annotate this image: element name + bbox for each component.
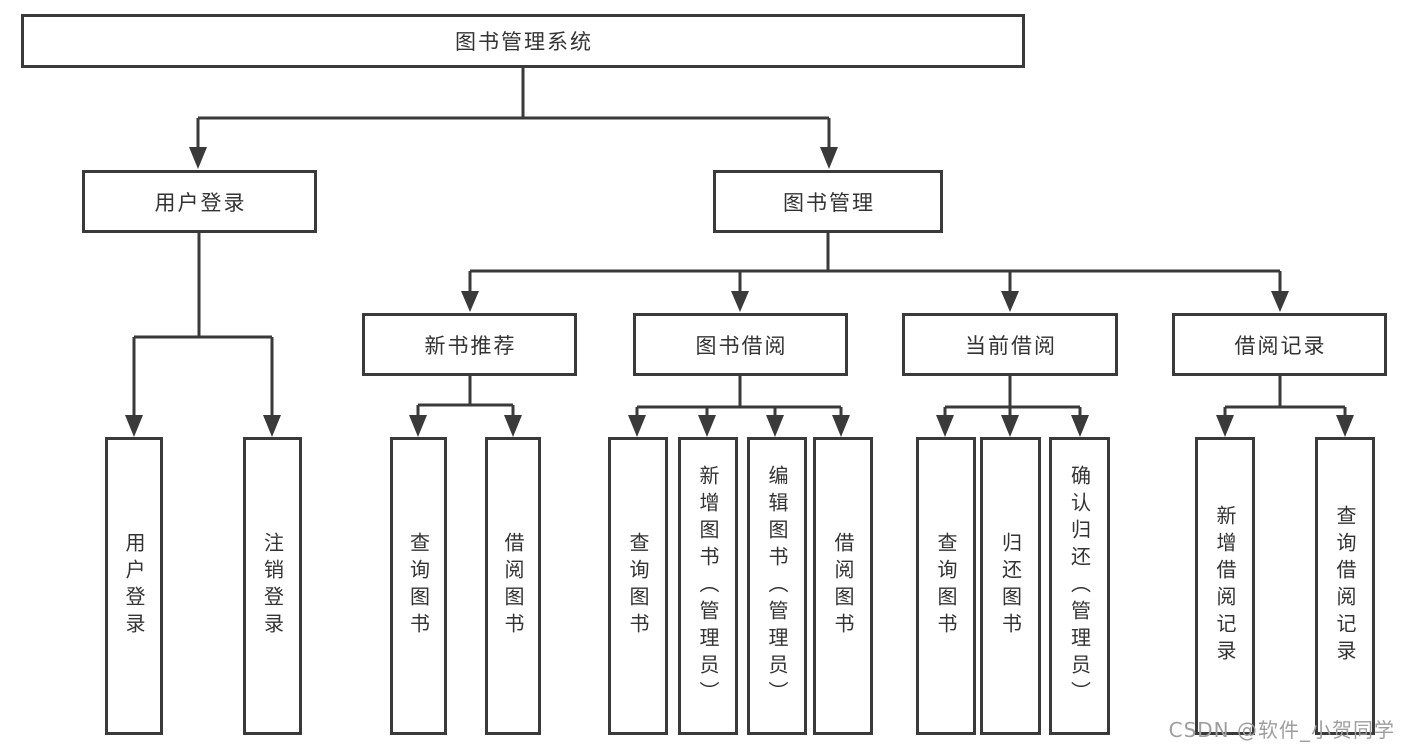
node-root: 图书管理系统 bbox=[21, 14, 1025, 68]
leaf-label: 用户登录 bbox=[122, 532, 146, 640]
node-label: 图书管理系统 bbox=[455, 30, 593, 54]
leaf-label: 确认归还（管理员） bbox=[1067, 464, 1092, 708]
node-new-book-recommend: 新书推荐 bbox=[362, 313, 577, 376]
node-label: 图书管理 bbox=[783, 190, 875, 215]
leaf-confirm-return-admin: 确认归还（管理员） bbox=[1049, 437, 1110, 735]
leaf-label: 注销登录 bbox=[260, 532, 285, 640]
leaf-user-login: 用户登录 bbox=[105, 437, 163, 735]
leaf-label: 查询图书 bbox=[626, 532, 650, 640]
node-book-management: 图书管理 bbox=[713, 170, 943, 233]
leaf-add-book-admin: 新增图书（管理员） bbox=[678, 437, 738, 735]
arrowhead-icons bbox=[125, 147, 1354, 437]
leaf-label: 借阅图书 bbox=[501, 532, 525, 640]
leaf-add-borrow-record: 新增借阅记录 bbox=[1195, 437, 1255, 735]
leaf-label: 新增借阅记录 bbox=[1213, 505, 1237, 667]
leaf-label: 归还图书 bbox=[998, 532, 1023, 640]
node-book-borrow: 图书借阅 bbox=[633, 313, 848, 376]
leaf-borrow-book: 借阅图书 bbox=[813, 437, 873, 735]
node-current-borrow: 当前借阅 bbox=[902, 313, 1118, 376]
leaf-borrow-book-recommend: 借阅图书 bbox=[485, 437, 541, 735]
node-label: 借阅记录 bbox=[1234, 333, 1327, 358]
leaf-edit-book-admin: 编辑图书（管理员） bbox=[747, 437, 807, 735]
node-label: 用户登录 bbox=[154, 190, 247, 215]
leaf-query-book-borrow: 查询图书 bbox=[608, 437, 668, 735]
leaf-return-book: 归还图书 bbox=[980, 437, 1041, 735]
leaf-logout: 注销登录 bbox=[243, 437, 302, 735]
node-label: 当前借阅 bbox=[965, 333, 1057, 358]
leaf-query-borrow-record: 查询借阅记录 bbox=[1315, 437, 1375, 735]
connector-path bbox=[132, 66, 1347, 417]
leaf-label: 编辑图书（管理员） bbox=[765, 464, 789, 708]
leaf-label: 查询借阅记录 bbox=[1333, 505, 1357, 667]
leaf-label: 借阅图书 bbox=[831, 532, 855, 640]
leaf-label: 查询图书 bbox=[406, 532, 431, 640]
node-user-login: 用户登录 bbox=[82, 170, 317, 233]
csdn-watermark: CSDN @软件_小贺同学 bbox=[1168, 718, 1395, 742]
leaf-query-book-recommend: 查询图书 bbox=[390, 437, 447, 735]
node-label: 图书借阅 bbox=[695, 333, 788, 358]
leaf-label: 新增图书（管理员） bbox=[696, 464, 720, 708]
node-label: 新书推荐 bbox=[424, 333, 517, 358]
leaf-label: 查询图书 bbox=[934, 532, 958, 640]
node-borrow-records: 借阅记录 bbox=[1172, 313, 1387, 376]
leaf-query-book-current: 查询图书 bbox=[916, 437, 976, 735]
